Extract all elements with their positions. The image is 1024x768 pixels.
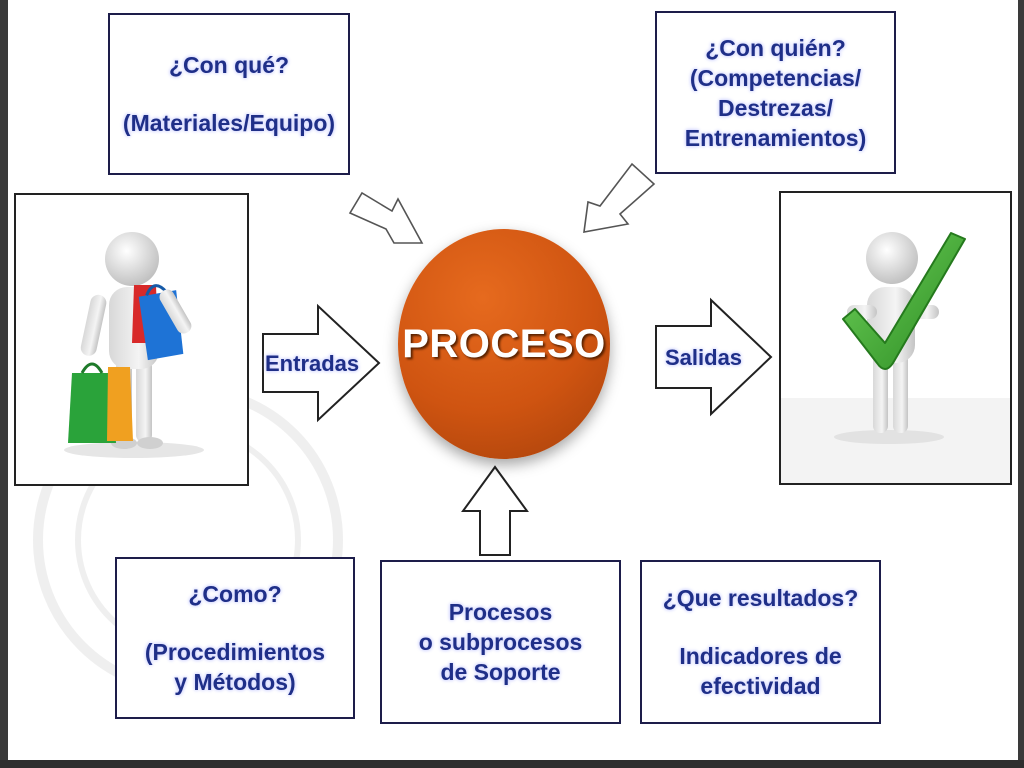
box-support-line3: de Soporte: [440, 659, 561, 685]
box-results-line2: Indicadores de: [679, 643, 842, 669]
box-support: Procesos o subprocesos de Soporte: [380, 560, 621, 724]
box-competencies: ¿Con quién? (Competencias/ Destrezas/ En…: [655, 11, 896, 174]
frame-border-left: [0, 0, 8, 768]
person-checkmark-icon: [781, 232, 1010, 483]
frame-border-bottom: [0, 760, 1024, 768]
box-materials: ¿Con qué? (Materiales/Equipo): [108, 13, 350, 175]
person-shopping-bags-icon: [64, 232, 204, 458]
box-support-line1: Procesos: [448, 599, 553, 625]
box-competencies-line3: Destrezas/: [717, 94, 834, 121]
inputs-label: Entradas: [265, 351, 360, 376]
outputs-image: [779, 191, 1012, 485]
box-results: ¿Que resultados? Indicadores de efectivi…: [640, 560, 881, 724]
box-methods-line3: y Métodos): [174, 669, 296, 695]
box-support-line2: o subprocesos: [418, 629, 583, 655]
box-methods-title: ¿Como?: [188, 581, 282, 607]
support-arrow-icon: [461, 465, 529, 556]
box-competencies-title: ¿Con quién?: [705, 34, 846, 61]
outputs-arrow-icon: [655, 297, 773, 417]
box-results-title: ¿Que resultados?: [662, 585, 859, 611]
box-competencies-line2: (Competencias/: [689, 64, 862, 91]
box-methods-line2: (Procedimientos: [144, 639, 326, 665]
box-competencies-line4: Entrenamientos): [684, 124, 867, 151]
process-label: PROCESO: [402, 321, 606, 366]
box-materials-detail: (Materiales/Equipo): [122, 110, 336, 136]
materials-arrow-icon: [348, 191, 424, 244]
frame-border-right: [1018, 0, 1024, 768]
outputs-label: Salidas: [665, 345, 743, 370]
process-circle: PROCESO: [398, 229, 610, 459]
box-results-line3: efectividad: [700, 673, 821, 699]
competencies-arrow-icon: [583, 162, 656, 233]
box-methods: ¿Como? (Procedimientos y Métodos): [115, 557, 355, 719]
inputs-image: [14, 193, 249, 486]
box-materials-title: ¿Con qué?: [168, 52, 290, 78]
inputs-arrow-icon: [262, 303, 381, 423]
